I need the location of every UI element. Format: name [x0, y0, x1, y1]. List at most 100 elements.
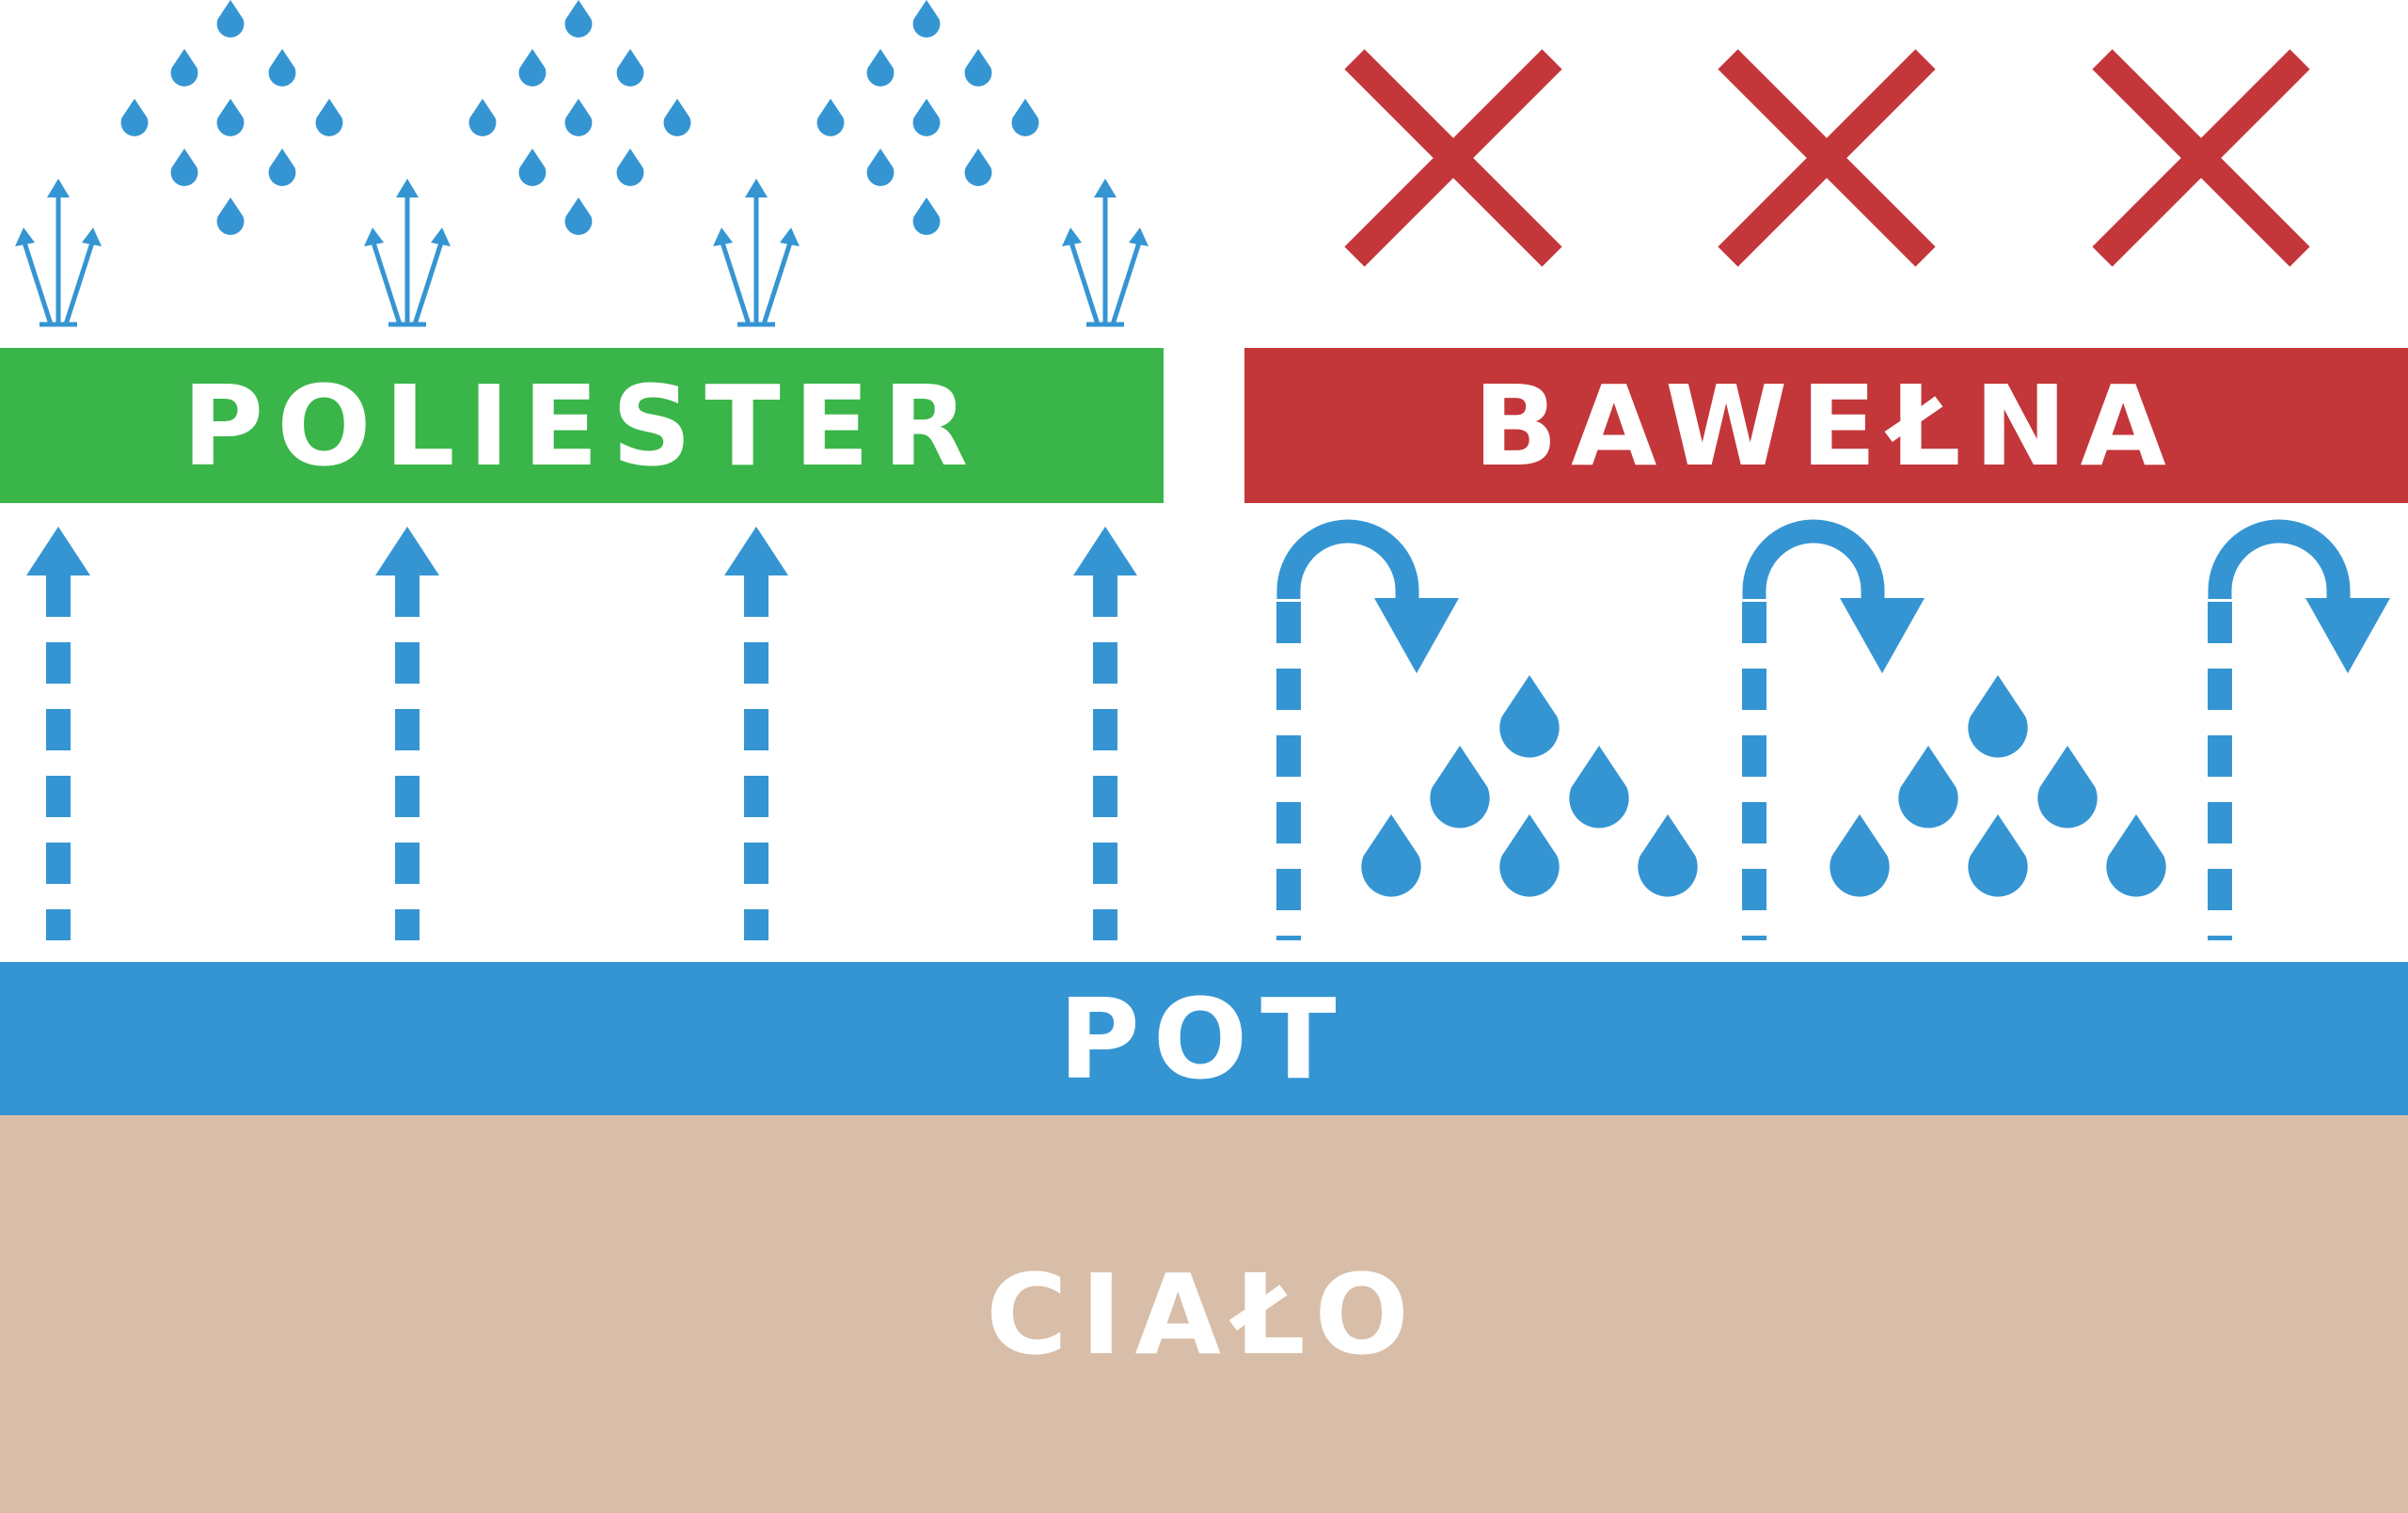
sweat-band: POT	[0, 962, 2408, 1115]
water-drop-icon	[912, 99, 941, 136]
dashed-up-arrow-icon	[1093, 776, 1117, 817]
spread-arrows-icon	[745, 179, 768, 197]
bounce-back-arrow-icon	[1742, 802, 1766, 843]
spread-arrows-icon	[1062, 228, 1082, 246]
dashed-up-arrow-icon	[46, 909, 71, 940]
spread-arrows-icon	[1110, 242, 1142, 325]
polyester-label: POLIESTER	[182, 360, 982, 491]
dashed-up-arrow-icon	[46, 642, 71, 684]
dashed-up-arrow-icon	[395, 909, 420, 940]
water-drop-icon	[616, 49, 644, 87]
spread-arrows-icon	[713, 228, 733, 246]
dashed-up-arrow-icon	[46, 843, 71, 884]
bounce-back-arrow-icon	[1276, 869, 1301, 910]
water-drop-icon	[1361, 814, 1421, 897]
dashed-up-arrow-icon	[26, 527, 90, 575]
dashed-up-arrow-icon	[1093, 642, 1117, 684]
water-drop-icon	[170, 49, 198, 87]
dashed-up-arrow-icon	[744, 843, 768, 884]
bounce-back-arrow-icon	[1276, 519, 1419, 602]
water-drop-icon	[1830, 814, 1890, 897]
dashed-up-arrow-icon	[395, 843, 420, 884]
water-drop-icon	[816, 99, 845, 136]
water-drop-icon	[663, 99, 691, 136]
dashed-up-arrow-icon	[395, 709, 420, 750]
spread-arrows-icon	[15, 228, 35, 246]
bounce-back-arrow-icon	[2208, 936, 2232, 940]
spread-arrows-icon	[1129, 228, 1149, 246]
cross-icon	[1344, 49, 1562, 267]
bounce-back-arrow-icon	[1374, 598, 1459, 673]
spread-arrows-icon	[1069, 242, 1101, 325]
water-drop-icon	[518, 149, 547, 186]
water-drop-icon	[564, 197, 593, 235]
spread-arrows-icon	[1094, 179, 1117, 197]
bounce-back-arrow-icon	[2208, 869, 2232, 910]
water-drop-icon	[1499, 675, 1560, 758]
dashed-up-arrow-icon	[744, 709, 768, 750]
water-drop-icon	[216, 0, 245, 38]
bounce-back-arrow-icon	[1276, 802, 1301, 843]
spread-arrows-icon	[364, 228, 384, 246]
water-drop-icon	[170, 149, 198, 186]
sweat-label: POT	[1058, 973, 1350, 1104]
water-drop-icon	[964, 49, 992, 87]
spread-arrows-icon	[780, 228, 800, 246]
bounce-back-arrow-icon	[1276, 669, 1301, 710]
bounce-back-arrow-icon	[1742, 519, 1885, 602]
spread-arrows-icon	[371, 242, 403, 325]
bounce-back-arrow-icon	[1742, 669, 1766, 710]
water-drop-icon	[468, 99, 497, 136]
water-drop-icon	[866, 149, 895, 186]
dashed-up-arrow-icon	[744, 909, 768, 940]
cross-icon	[1718, 49, 1936, 267]
dashed-up-arrow-icon	[744, 776, 768, 817]
water-drop-icon	[120, 99, 149, 136]
bounce-back-arrow-icon	[1840, 598, 1925, 673]
water-drop-icon	[1898, 746, 1958, 828]
water-drop-icon	[2106, 814, 2166, 897]
polyester-band: POLIESTER	[0, 348, 1164, 503]
water-drop-icon	[518, 49, 547, 87]
dashed-up-arrow-icon	[395, 776, 420, 817]
water-drop-icon	[216, 99, 245, 136]
spread-arrows-icon	[720, 242, 752, 325]
dashed-up-arrow-icon	[46, 776, 71, 817]
bounce-back-arrow-icon	[1742, 602, 1766, 643]
dashed-up-arrow-icon	[395, 642, 420, 684]
dashed-up-arrow-icon	[1093, 709, 1117, 750]
bounce-back-arrow-icon	[1742, 735, 1766, 777]
bounce-back-arrow-icon	[1276, 936, 1301, 940]
water-drop-icon	[2037, 746, 2098, 828]
bounce-back-arrow-icon	[2208, 519, 2351, 602]
spread-arrows-icon	[396, 179, 419, 197]
dashed-up-arrow-icon	[46, 575, 71, 617]
cross-icon	[2092, 49, 2310, 267]
water-drop-icon	[268, 49, 296, 87]
dashed-up-arrow-icon	[46, 709, 71, 750]
water-drop-icon	[564, 99, 593, 136]
cotton-band: BAWEŁNA	[1244, 348, 2408, 503]
spread-arrows-icon	[431, 228, 451, 246]
water-drop-icon	[1638, 814, 1698, 897]
spread-arrows-icon	[761, 242, 793, 325]
water-drop-icon	[1569, 746, 1629, 828]
water-drop-icon	[315, 99, 343, 136]
water-drop-icon	[1968, 675, 2028, 758]
bounce-back-arrow-icon	[1276, 602, 1301, 643]
water-drop-icon	[268, 149, 296, 186]
bounce-back-arrow-icon	[1742, 869, 1766, 910]
spread-arrows-icon	[412, 242, 444, 325]
bounce-back-arrow-icon	[2208, 735, 2232, 777]
water-drop-icon	[912, 197, 941, 235]
dashed-up-arrow-icon	[1093, 909, 1117, 940]
water-drop-icon	[964, 149, 992, 186]
dashed-up-arrow-icon	[1093, 575, 1117, 617]
water-drop-icon	[216, 197, 245, 235]
dashed-up-arrow-icon	[1073, 527, 1137, 575]
bounce-back-arrow-icon	[1276, 735, 1301, 777]
bounce-back-arrow-icon	[2208, 669, 2232, 710]
spread-arrows-icon	[63, 242, 95, 325]
bounce-back-arrow-icon	[2208, 602, 2232, 643]
